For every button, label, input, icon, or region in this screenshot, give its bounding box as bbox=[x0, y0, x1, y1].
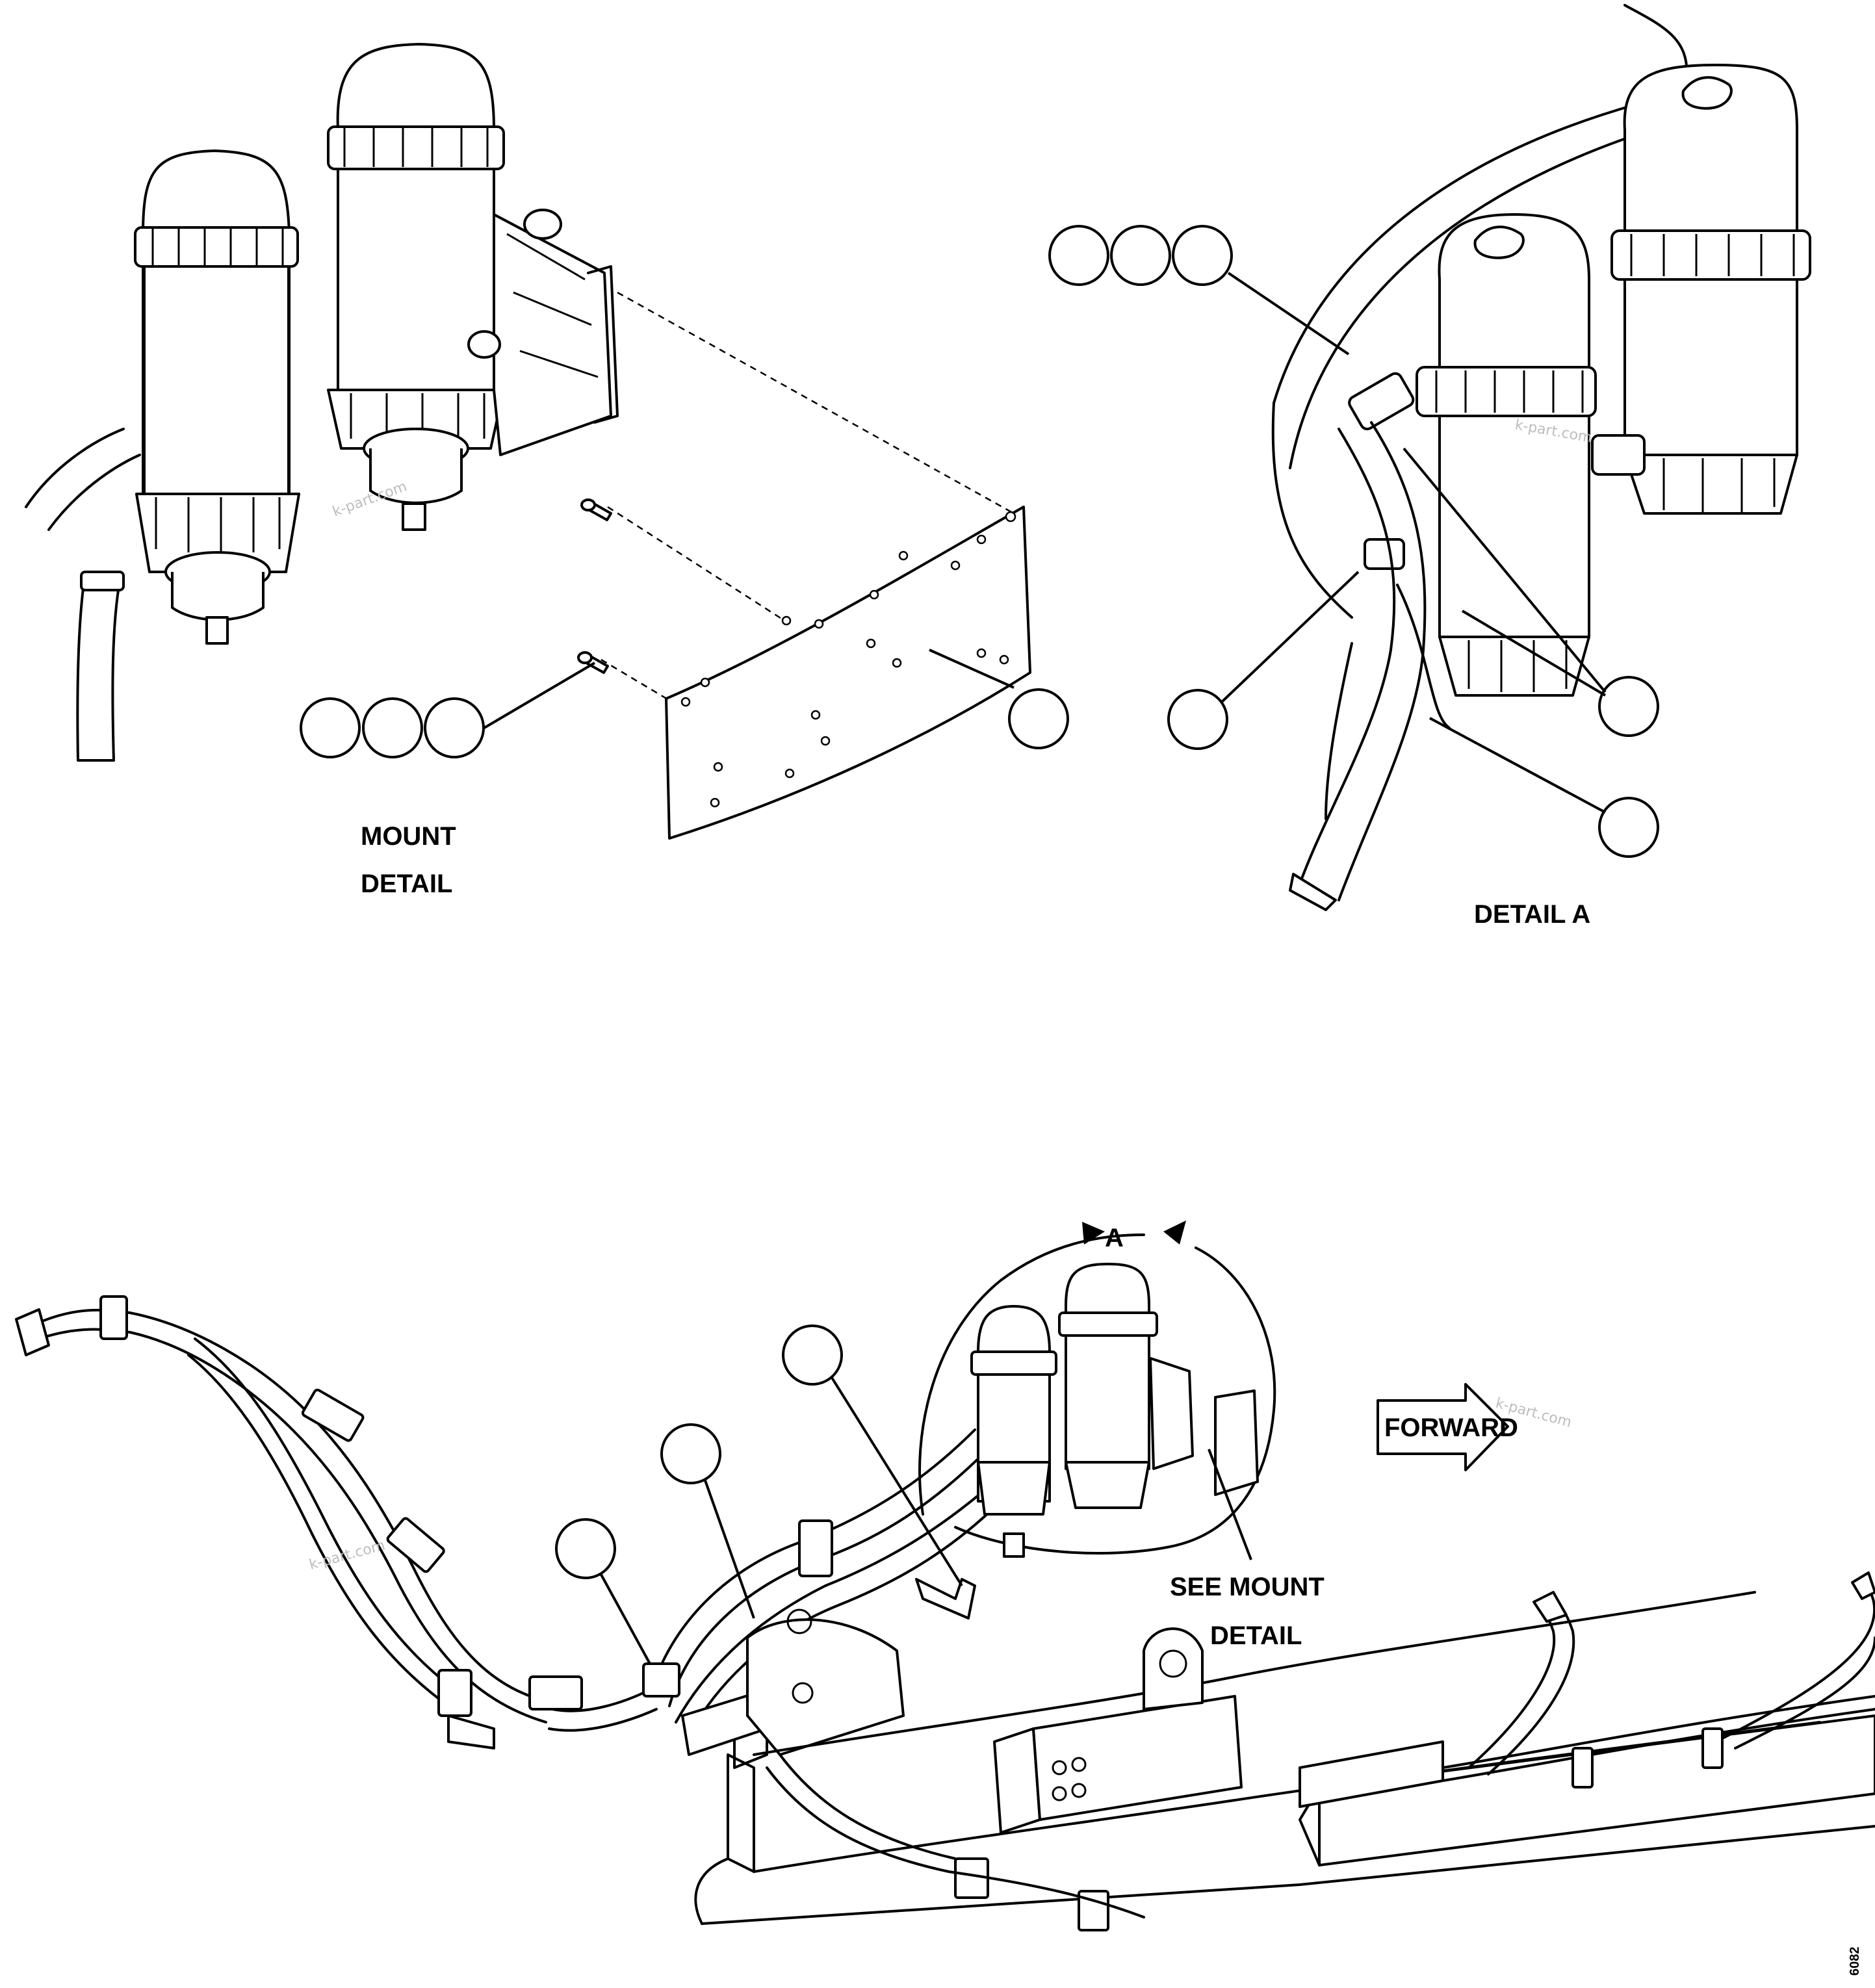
hose-clamp-3 bbox=[386, 1517, 445, 1573]
callout-bolt-3 bbox=[424, 697, 485, 758]
mount-detail-view: MOUNT DETAIL k-part.com bbox=[25, 43, 1069, 898]
view-arrow-left bbox=[1082, 1222, 1105, 1245]
callout-a-2 bbox=[1110, 225, 1171, 286]
callout-a-6 bbox=[1598, 797, 1659, 858]
main-assembly-view: A SEE MOUNT DETAIL FORWARD k-part.com k-… bbox=[15, 1220, 1875, 1976]
view-arrow-right bbox=[1163, 1220, 1186, 1245]
detail-a-filter-right bbox=[1610, 64, 1811, 515]
hose-bracket bbox=[437, 1669, 472, 1717]
hose-clamp-5 bbox=[798, 1519, 833, 1577]
fitting-lower bbox=[1364, 538, 1405, 570]
main-hose-upper bbox=[38, 1308, 554, 1704]
callout-a-3 bbox=[1172, 225, 1233, 286]
mini-filters bbox=[970, 1263, 1259, 1558]
mount-detail-title-line1: MOUNT bbox=[361, 822, 456, 851]
fitting-right bbox=[1591, 434, 1646, 476]
frame-rail-top bbox=[753, 1591, 1756, 1756]
detail-a-title: DETAIL A bbox=[1474, 900, 1590, 929]
detail-a-filter-left bbox=[1416, 213, 1597, 697]
hose-clamp-1 bbox=[99, 1295, 128, 1340]
main-hose-lower bbox=[194, 1337, 456, 1691]
cross-member bbox=[993, 1727, 1041, 1834]
callout-main-1 bbox=[782, 1324, 843, 1386]
inlet-hose-lower bbox=[76, 577, 122, 762]
hose-end-fitting bbox=[15, 1308, 50, 1356]
frame-rail-end bbox=[727, 1753, 755, 1873]
frame-rail-curve bbox=[1273, 103, 1639, 404]
callout-plate bbox=[1008, 688, 1069, 749]
callout-a-4 bbox=[1167, 689, 1228, 750]
line-clamp-4 bbox=[1078, 1890, 1109, 1931]
see-mount-leader bbox=[1208, 1449, 1252, 1560]
see-mount-line2: DETAIL bbox=[1210, 1621, 1302, 1650]
mount-bolt-upper bbox=[580, 498, 612, 521]
mount-detail-title-line2: DETAIL bbox=[361, 870, 452, 898]
inlet-hose-upper bbox=[25, 428, 125, 508]
callout-main-3 bbox=[555, 1518, 616, 1579]
mounting-plate bbox=[665, 506, 1031, 840]
figure-number: 6082 bbox=[1848, 1947, 1862, 1976]
forward-arrow bbox=[1377, 1383, 1509, 1471]
filter-head-bracket bbox=[493, 213, 612, 456]
hose-clamp-4 bbox=[528, 1675, 583, 1710]
small-bracket bbox=[915, 1578, 976, 1620]
fuel-filter-left bbox=[134, 149, 300, 645]
view-marker-a: A bbox=[1105, 1224, 1124, 1252]
lower-fuel-line bbox=[766, 1766, 1145, 1918]
frame-bracket bbox=[746, 1618, 905, 1756]
line-clamp-2 bbox=[1571, 1747, 1594, 1788]
callout-bolt-2 bbox=[362, 697, 423, 758]
frame-lug bbox=[1143, 1627, 1204, 1710]
forward-label: FORWARD bbox=[1384, 1414, 1518, 1442]
line-clamp-1 bbox=[1701, 1727, 1724, 1769]
detail-a-hose-1 bbox=[1299, 428, 1396, 885]
hose-clamp-2 bbox=[301, 1388, 365, 1442]
see-mount-line1: SEE MOUNT bbox=[1170, 1573, 1325, 1601]
fitting-upper bbox=[1348, 372, 1415, 431]
detail-a-view: DETAIL A k-part.com bbox=[1048, 4, 1811, 929]
callout-main-2 bbox=[660, 1423, 721, 1484]
detail-a-view-circle bbox=[918, 1233, 1145, 1516]
watermark-4: k-part.com bbox=[307, 1538, 387, 1573]
frame-rail-bottom bbox=[701, 1825, 1875, 1925]
callout-a-5 bbox=[1598, 676, 1659, 737]
callout-a-1 bbox=[1048, 225, 1109, 286]
return-hose-2 bbox=[1714, 1584, 1875, 1743]
hose-clamp-6 bbox=[642, 1662, 680, 1698]
fuel-filter-right bbox=[327, 43, 505, 531]
callout-bolt-1 bbox=[300, 697, 361, 758]
